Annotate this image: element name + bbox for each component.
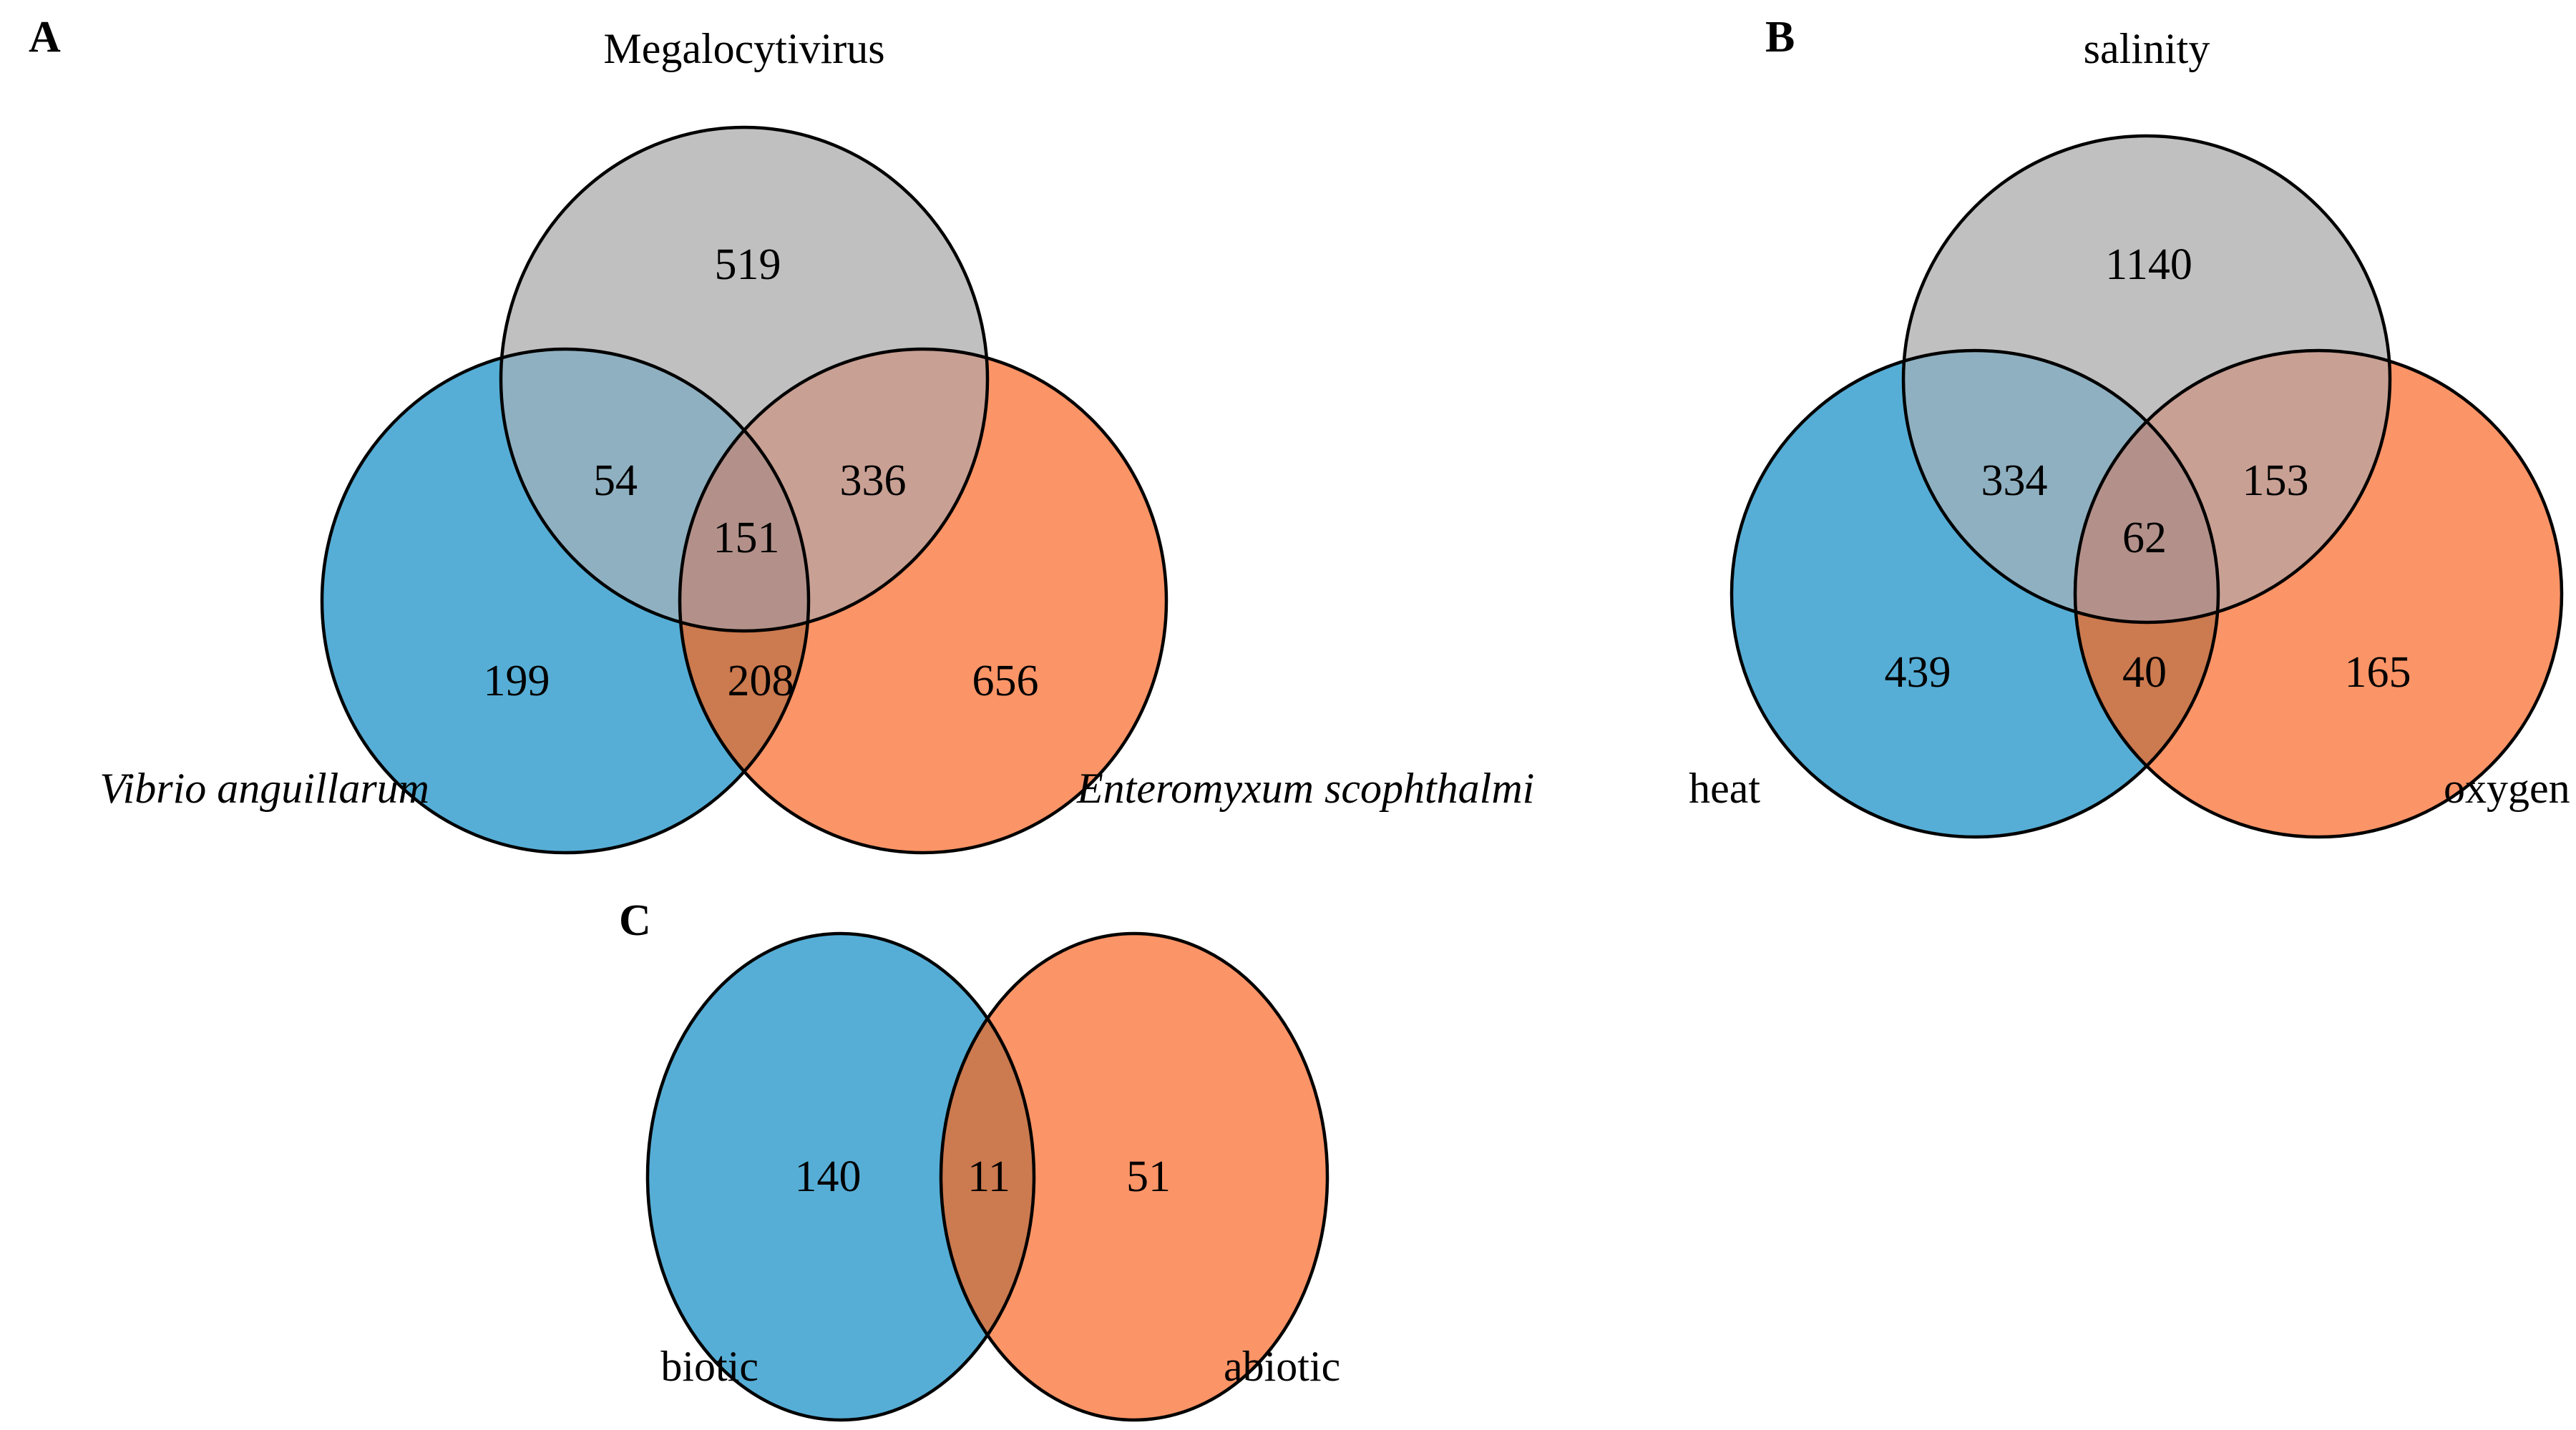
panel-a-label-megalocytivirus: Megalocytivirus [603, 25, 884, 72]
panel-b-set-grey-outline [1901, 134, 2392, 625]
panel-b-count-heat-oxygen: 40 [2122, 648, 2167, 697]
panel-a-count-triple: 151 [713, 514, 780, 562]
panel-c-set-orange-outline [939, 931, 1330, 1422]
panel-a-letter: A [29, 13, 61, 62]
panel-b-set-orange-outline [2073, 348, 2564, 839]
panel-c: C biotic abiotic 140 11 51 [619, 896, 1340, 1422]
panel-c-label-abiotic: abiotic [1224, 1343, 1340, 1390]
panel-a-count-vibrio-megalocytivirus: 54 [593, 456, 638, 505]
panel-c-letter: C [619, 896, 651, 945]
panel-b-count-salinity-oxygen: 153 [2243, 456, 2309, 505]
panel-b-count-heat-only: 439 [1885, 648, 1951, 697]
panel-c-label-biotic: biotic [660, 1343, 758, 1390]
panel-c-count-biotic-only: 140 [795, 1152, 862, 1201]
panel-a-label-vibrio-anguillarum: Vibrio anguillarum [99, 765, 429, 812]
panel-a-label-enteromyxum-scophthalmi: Enteromyxum scophthalmi [1076, 765, 1534, 812]
panel-a-set-grey-outline [499, 125, 990, 633]
panel-a-count-megalocytivirus-only: 519 [715, 240, 781, 289]
panel-b-count-salinity-only: 1140 [2105, 240, 2192, 289]
panel-b-count-triple: 62 [2122, 514, 2167, 562]
panel-c-count-biotic-abiotic: 11 [967, 1152, 1010, 1201]
panel-c-set-blue-outline [645, 931, 1036, 1422]
panel-a: A Megalocytivirus Vibrio anguillarum Ent… [29, 13, 1534, 855]
panel-b-count-oxygen-only: 165 [2345, 648, 2411, 697]
panel-b: B salinity heat oxygen 1140 334 153 62 4… [1689, 13, 2570, 839]
panel-c-count-abiotic-only: 51 [1126, 1152, 1171, 1201]
panel-a-set-blue-outline [320, 347, 811, 855]
panel-b-label-salinity: salinity [2084, 25, 2210, 72]
panel-a-count-vibrio-enteromyxum: 208 [728, 657, 794, 705]
panel-b-letter: B [1765, 13, 1795, 62]
panel-b-count-heat-salinity: 334 [1981, 456, 2048, 505]
panel-b-label-heat: heat [1689, 765, 1760, 812]
panel-c-set-blue-fill [648, 934, 1034, 1420]
panel-a-count-vibrio-only: 199 [484, 657, 550, 705]
panel-a-count-megalocytivirus-enteromyxum: 336 [840, 456, 907, 505]
panel-a-count-enteromyxum-only: 656 [972, 657, 1039, 705]
panel-b-label-oxygen: oxygen [2444, 765, 2570, 812]
panel-b-set-blue-outline [1729, 348, 2220, 839]
panel-a-set-orange-outline [678, 347, 1169, 855]
panel-c-set-orange-fill [941, 934, 1327, 1420]
